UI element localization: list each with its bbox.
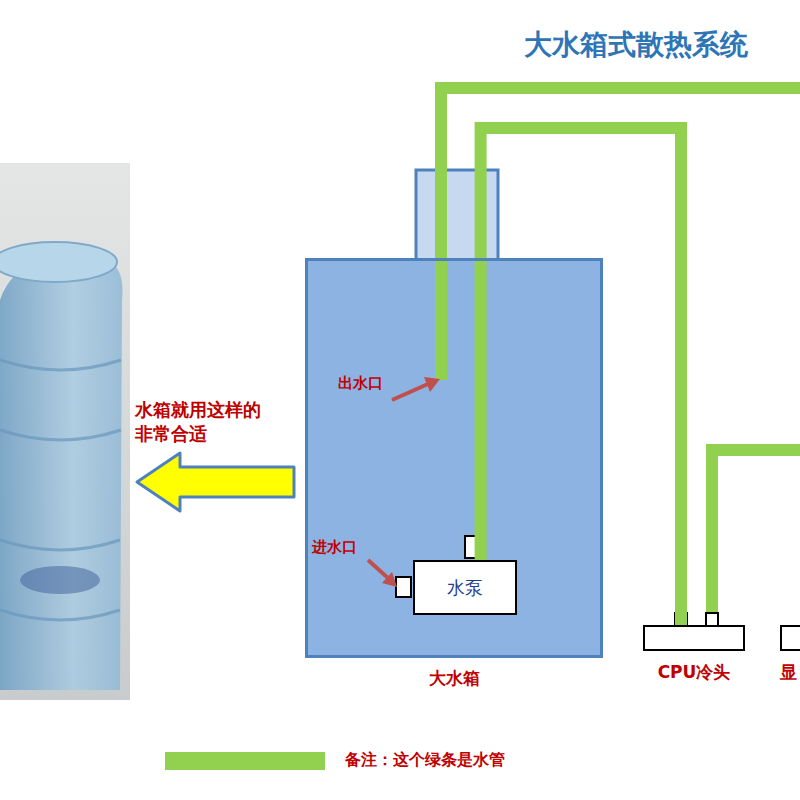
pump-inlet — [396, 577, 411, 597]
diagram-title: 大水箱式散热系统 — [524, 26, 748, 64]
node-heading: 显 — [780, 661, 797, 684]
arrow-head — [382, 572, 397, 587]
bottle-ridges — [0, 360, 121, 620]
inlet-label: 进水口 — [312, 537, 357, 557]
return-pipe — [712, 450, 800, 613]
node-text: 水泵 — [415, 576, 515, 600]
arrow-head — [424, 377, 440, 392]
water-pipe — [481, 128, 681, 625]
cpu-block: CPU冷头 — [643, 625, 745, 651]
note-label: 水箱就用这样的 非常合适 — [135, 398, 269, 447]
pointer-arrow — [137, 453, 294, 511]
legend-text: 备注：这个绿条是水管 — [345, 750, 505, 771]
water-tank: 大水箱水泵 — [305, 258, 603, 658]
node-heading: CPU冷头 — [658, 661, 731, 684]
tank-fill — [305, 258, 603, 658]
callout-arrow — [392, 384, 428, 400]
pump-box: 水泵 — [413, 560, 517, 615]
bottle-shoulder — [0, 242, 117, 282]
legend-swatch — [165, 752, 325, 770]
bottle-label — [20, 566, 100, 594]
bottle-body — [0, 262, 123, 690]
gpu-block: 显 — [780, 625, 800, 651]
callout-arrow — [368, 560, 388, 578]
outlet-label: 出水口 — [338, 373, 383, 393]
node-heading: 大水箱 — [429, 667, 480, 690]
